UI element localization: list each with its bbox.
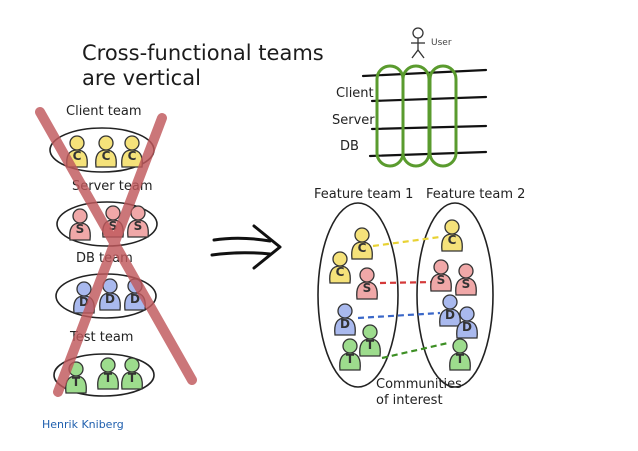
- svg-text:C: C: [73, 149, 82, 163]
- user-figure: [411, 27, 425, 59]
- feature-team-1-members: C C S D T T: [329, 227, 381, 371]
- client-team-label: Client team: [66, 104, 142, 119]
- client-member-3: C: [121, 135, 143, 168]
- ft1-test-member-1: T: [359, 324, 381, 357]
- test-team-members: T T T: [65, 357, 143, 394]
- svg-text:S: S: [437, 273, 446, 287]
- communities-label-line-2: of interest: [376, 393, 443, 408]
- ft1-client-member-2: C: [329, 251, 351, 284]
- svg-text:D: D: [445, 308, 455, 322]
- svg-text:C: C: [128, 149, 137, 163]
- communities-label-line-1: Communities: [376, 377, 462, 392]
- test-member-3: T: [121, 357, 143, 390]
- layer-lines: [361, 68, 488, 158]
- server-member-3: S: [127, 205, 149, 238]
- svg-text:C: C: [102, 149, 111, 163]
- feature-team-2-members: C S S D D T: [430, 219, 478, 371]
- ft2-test-member: T: [449, 338, 471, 371]
- server-member-1: S: [69, 208, 91, 241]
- ft2-server-member-2: S: [455, 263, 477, 296]
- svg-text:T: T: [128, 371, 137, 385]
- svg-text:S: S: [76, 222, 85, 236]
- client-team-members: C C C: [66, 135, 143, 168]
- title-line-1: Cross-functional teams: [82, 41, 324, 65]
- user-label: User: [431, 38, 452, 48]
- svg-text:T: T: [104, 371, 113, 385]
- feature-team-1-label: Feature team 1: [314, 187, 413, 202]
- svg-text:S: S: [363, 281, 372, 295]
- arrow-icon: [210, 224, 282, 270]
- client-member-1: C: [66, 135, 88, 168]
- svg-text:C: C: [336, 265, 345, 279]
- db-team-members: D D D: [73, 278, 146, 314]
- db-member-3: D: [124, 278, 146, 311]
- author-credit: Henrik Kniberg: [42, 418, 124, 431]
- feature-team-2-label: Feature team 2: [426, 187, 525, 202]
- svg-text:S: S: [109, 219, 118, 233]
- feature-team-2-boundary: [416, 202, 494, 388]
- ft2-db-member-1: D: [439, 294, 461, 327]
- svg-text:T: T: [366, 338, 375, 352]
- ft2-client-member: C: [441, 219, 463, 252]
- svg-text:S: S: [462, 277, 471, 291]
- svg-text:C: C: [358, 241, 367, 255]
- svg-text:D: D: [105, 292, 115, 306]
- test-member-2: T: [97, 357, 119, 390]
- ft1-db-member: D: [334, 303, 356, 336]
- test-member-1: T: [65, 361, 87, 394]
- cross-out-mark: [35, 107, 197, 397]
- svg-text:T: T: [346, 352, 355, 366]
- vertical-team-loops: [375, 64, 458, 168]
- ft1-client-member-1: C: [351, 227, 373, 260]
- community-lines: [357, 235, 449, 360]
- server-team-members: S S S: [69, 205, 149, 241]
- ft2-db-member-2: D: [456, 306, 478, 339]
- db-member-2: D: [99, 278, 121, 311]
- ft1-server-member: S: [356, 267, 378, 300]
- db-layer-label: DB: [340, 139, 359, 154]
- svg-text:C: C: [448, 233, 457, 247]
- title-line-2: are vertical: [82, 66, 201, 90]
- ft1-test-member-2: T: [339, 338, 361, 371]
- svg-text:T: T: [72, 375, 81, 389]
- server-member-2: S: [102, 205, 124, 238]
- ft2-server-member-1: S: [430, 259, 452, 292]
- svg-text:D: D: [462, 320, 472, 334]
- test-team-boundary: [53, 353, 155, 397]
- svg-text:T: T: [456, 352, 465, 366]
- client-member-2: C: [95, 135, 117, 168]
- svg-text:D: D: [130, 292, 140, 306]
- client-layer-label: Client: [336, 86, 374, 101]
- feature-team-1-boundary: [317, 202, 399, 388]
- server-layer-label: Server: [332, 113, 375, 128]
- svg-text:S: S: [134, 219, 143, 233]
- db-member-1: D: [73, 281, 95, 314]
- svg-text:D: D: [340, 317, 350, 331]
- server-team-boundary: [56, 201, 158, 247]
- svg-text:D: D: [79, 295, 89, 309]
